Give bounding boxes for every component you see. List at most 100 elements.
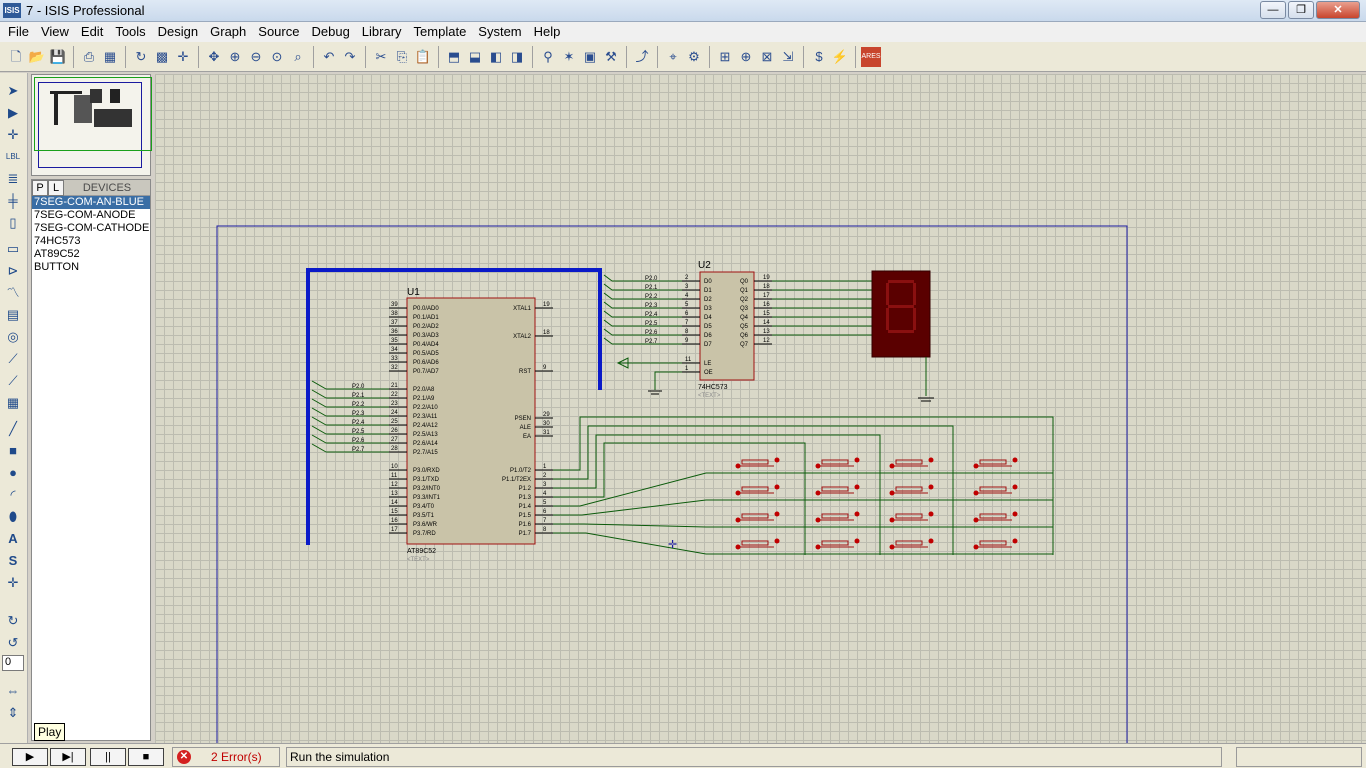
menu-library[interactable]: Library: [361, 24, 402, 39]
refresh-icon[interactable]: ↻: [135, 48, 147, 64]
new-file-icon[interactable]: 🗋: [10, 48, 22, 64]
print-area-icon[interactable]: ▦: [103, 48, 117, 64]
buses-icon[interactable]: ╪: [8, 193, 18, 208]
property-tool-icon[interactable]: ⚙: [688, 48, 700, 64]
circle-tool-icon[interactable]: ●: [9, 465, 17, 480]
device-list-item[interactable]: 7SEG-COM-AN-BLUE: [32, 196, 150, 209]
path-tool-icon[interactable]: ⬮: [8, 509, 18, 524]
origin-icon[interactable]: ✛: [177, 48, 189, 64]
arc-tool-icon[interactable]: ◜: [10, 487, 16, 502]
restore-button[interactable]: ❐: [1288, 1, 1314, 19]
pan-icon[interactable]: ✥: [208, 48, 220, 64]
bill-of-materials-icon[interactable]: $: [815, 48, 823, 64]
ares-netlist-icon[interactable]: ARES: [861, 46, 881, 67]
pause-button[interactable]: ||: [90, 748, 126, 766]
wire-autorouter-icon[interactable]: ⤴: [635, 48, 649, 64]
play-button[interactable]: ▶: [12, 748, 48, 766]
rotate-anticlockwise-icon[interactable]: ↺: [7, 635, 19, 650]
library-manager-button[interactable]: L: [48, 180, 64, 196]
text-tool-icon[interactable]: A: [8, 531, 18, 546]
goto-child-icon[interactable]: ⇲: [782, 48, 794, 64]
save-icon[interactable]: 💾: [49, 48, 67, 64]
menu-file[interactable]: File: [8, 24, 29, 39]
add-sheet-icon[interactable]: ⊕: [740, 48, 752, 64]
zoom-out-icon[interactable]: ⊖: [250, 48, 262, 64]
current-probe-icon[interactable]: ⟋: [8, 373, 18, 388]
block-delete-icon[interactable]: ◨: [510, 48, 524, 64]
menu-debug[interactable]: Debug: [311, 24, 350, 39]
selection-mode-icon[interactable]: ➤: [7, 83, 19, 98]
overview-window[interactable]: [31, 74, 152, 176]
error-indicator[interactable]: ✕ 2 Error(s): [172, 747, 280, 767]
u1-pin-number: 24: [391, 410, 398, 416]
device-list-item[interactable]: 7SEG-COM-CATHODE: [34, 222, 150, 234]
button-cap: [741, 459, 769, 465]
symbol-tool-icon[interactable]: S: [8, 553, 18, 568]
packaging-icon[interactable]: ▣: [583, 48, 597, 64]
pick-devices-button[interactable]: P: [32, 180, 48, 196]
close-button[interactable]: ✕: [1316, 1, 1360, 19]
u1-pin-number: 4: [543, 491, 547, 497]
block-copy-icon[interactable]: ⬒: [447, 48, 461, 64]
menu-template[interactable]: Template: [413, 24, 467, 39]
pick-device-icon[interactable]: ⚲: [543, 48, 553, 64]
junction-dot-icon[interactable]: ✛: [7, 127, 19, 142]
new-sheet-icon[interactable]: ⊞: [719, 48, 731, 64]
zoom-area-icon[interactable]: ⌕: [294, 48, 302, 64]
virtual-instruments-icon[interactable]: ▦: [6, 395, 20, 410]
decompose-icon[interactable]: ⚒: [605, 48, 617, 64]
redo-icon[interactable]: ↷: [344, 48, 356, 64]
make-device-icon[interactable]: ✶: [563, 48, 575, 64]
marker-tool-icon[interactable]: ✛: [7, 575, 19, 590]
wire-label-icon[interactable]: LBL: [5, 152, 21, 161]
mirror-vertical-icon[interactable]: ⇕: [7, 705, 19, 720]
rotate-clockwise-icon[interactable]: ↻: [7, 613, 19, 628]
electrical-rules-check-icon[interactable]: ⚡: [831, 48, 849, 64]
device-list-item[interactable]: AT89C52: [34, 248, 80, 260]
graph-icon[interactable]: 〽: [6, 285, 20, 300]
component-mode-icon[interactable]: ▶: [8, 105, 18, 120]
grid-icon[interactable]: ▩: [155, 48, 169, 64]
subcircuit-icon[interactable]: ▯: [9, 215, 17, 230]
menu-system[interactable]: System: [478, 24, 522, 39]
menu-graph[interactable]: Graph: [210, 24, 247, 39]
box-tool-icon[interactable]: ■: [9, 443, 17, 458]
search-icon[interactable]: ⌖: [669, 48, 677, 64]
device-list-item[interactable]: BUTTON: [34, 261, 80, 273]
menu-edit[interactable]: Edit: [80, 24, 104, 39]
device-pins-icon[interactable]: ⊳: [7, 263, 19, 278]
menu-help[interactable]: Help: [533, 24, 561, 39]
block-move-icon[interactable]: ⬓: [468, 48, 482, 64]
device-list-item[interactable]: 7SEG-COM-ANODE: [34, 209, 136, 221]
open-folder-icon[interactable]: 📂: [28, 48, 46, 64]
voltage-probe-icon[interactable]: ⟋: [8, 351, 18, 366]
text-script-icon[interactable]: ≣: [7, 171, 19, 186]
tape-recorder-icon[interactable]: ▤: [6, 307, 20, 322]
menu-design[interactable]: Design: [157, 24, 199, 39]
minimize-button[interactable]: —: [1260, 1, 1286, 19]
print-icon[interactable]: ⎙: [83, 48, 95, 64]
menu-tools[interactable]: Tools: [115, 24, 146, 39]
terminals-icon[interactable]: ▭: [6, 241, 20, 256]
copy-icon[interactable]: ⎘: [396, 48, 408, 64]
line-tool-icon[interactable]: ╱: [9, 421, 17, 436]
menu-view[interactable]: View: [40, 24, 69, 39]
step-button[interactable]: ▶|: [50, 748, 86, 766]
zoom-in-icon[interactable]: ⊕: [229, 48, 241, 64]
stop-button[interactable]: ■: [128, 748, 164, 766]
rotation-angle-field[interactable]: 0: [2, 655, 24, 671]
zoom-all-icon[interactable]: ⊙: [271, 48, 283, 64]
device-list-item[interactable]: 74HC573: [34, 235, 81, 247]
block-rotate-icon[interactable]: ◧: [489, 48, 503, 64]
generator-icon[interactable]: ◎: [7, 329, 19, 344]
undo-icon[interactable]: ↶: [323, 48, 335, 64]
paste-icon[interactable]: 📋: [414, 48, 432, 64]
mirror-horizontal-icon[interactable]: ⇔: [6, 683, 20, 698]
cut-icon[interactable]: ✂: [375, 48, 387, 64]
menu-source[interactable]: Source: [258, 24, 300, 39]
u1-pin-number: 14: [391, 500, 398, 506]
schematic-drawing[interactable]: U1AT89C52<TEXT>39P0.0/AD038P0.1/AD137P0.…: [155, 74, 1366, 743]
keypad-column-wire: [553, 425, 954, 555]
remove-sheet-icon[interactable]: ⊠: [761, 48, 773, 64]
